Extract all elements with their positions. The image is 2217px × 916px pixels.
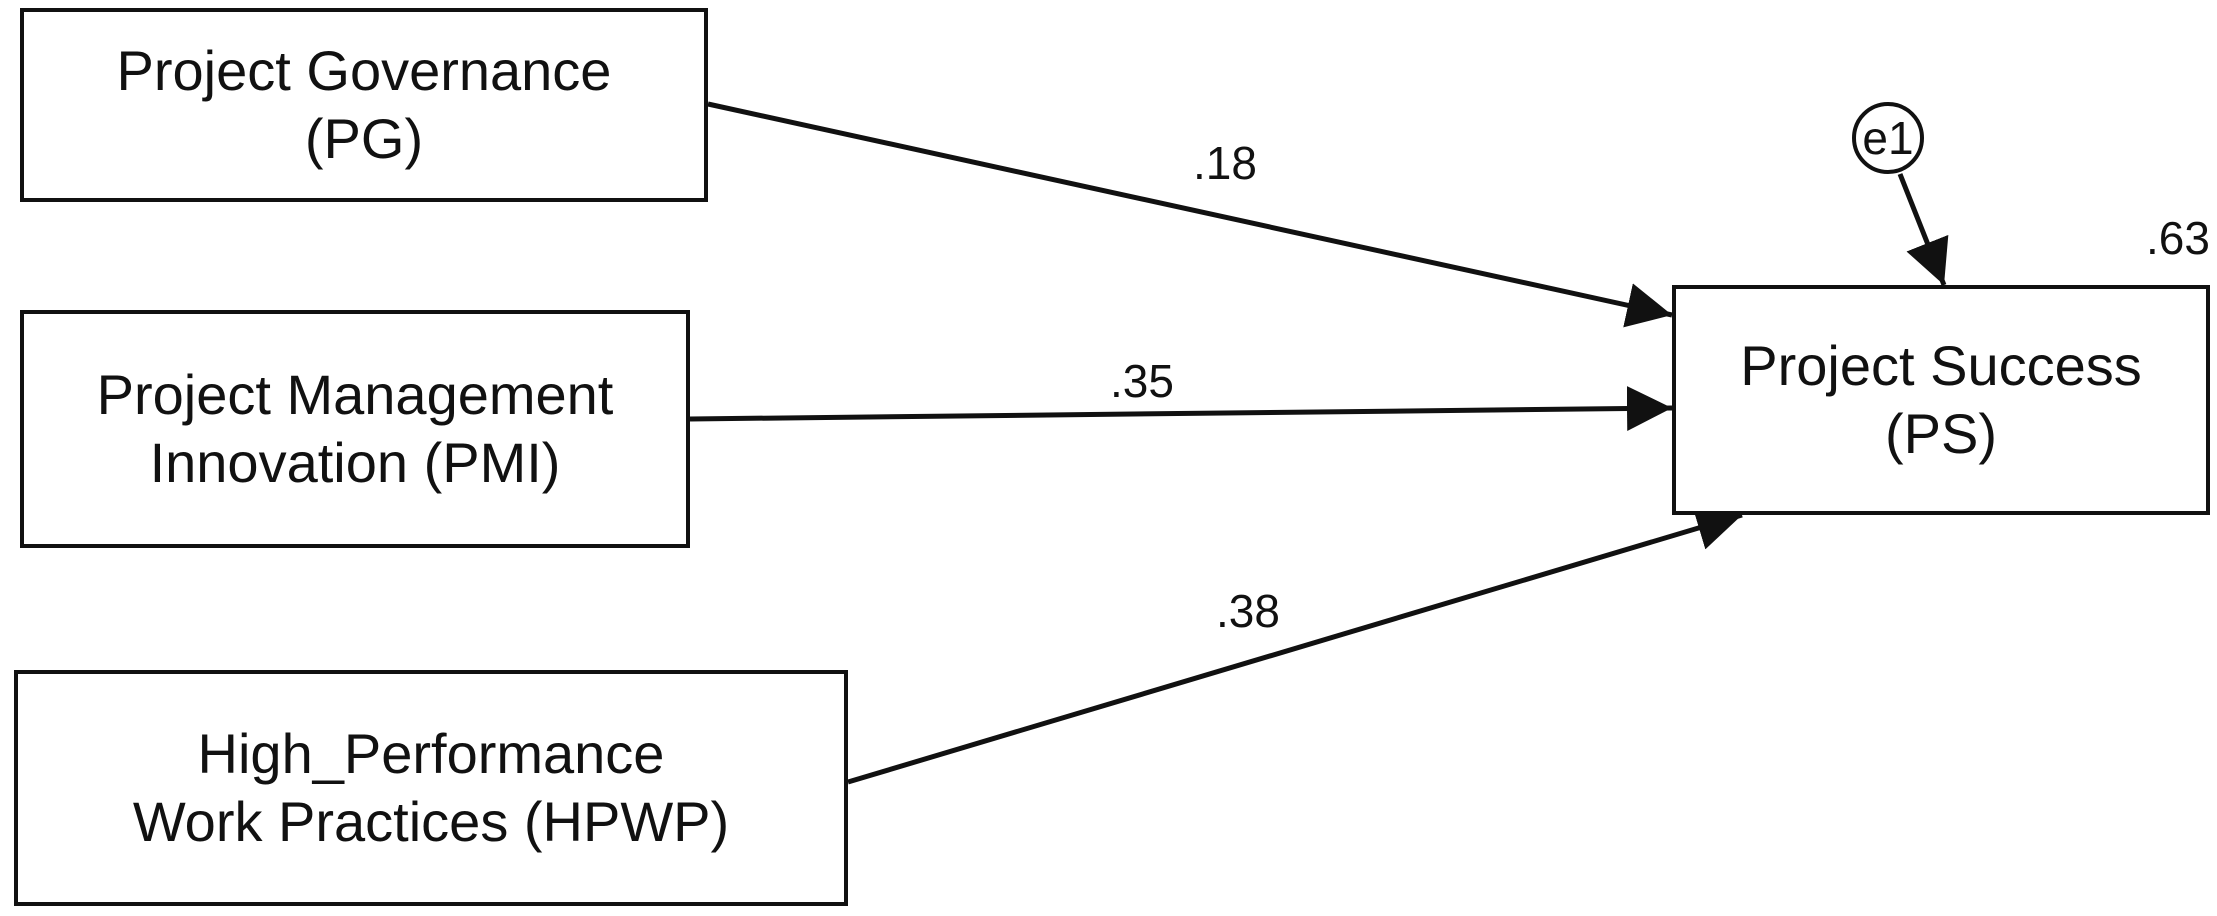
error-arrow-e1-ps: [1897, 173, 1949, 286]
path-arrow-pg-ps: [707, 101, 1673, 328]
node-label-line2: (PG): [304, 107, 424, 170]
node-label-line2: Innovation (PMI): [149, 431, 561, 494]
path-arrow-hpwp-ps: [847, 506, 1743, 785]
error-term-e1: e1: [1852, 102, 1924, 174]
path-coefficient-pg: .18: [1193, 137, 1257, 189]
node-project-success: Project Success (PS): [1672, 285, 2210, 515]
node-label-line1: High_Performance: [197, 721, 665, 785]
node-label-line1: Project Management: [96, 362, 614, 426]
node-label-line2: (PS): [1885, 402, 1997, 465]
path-coefficient-pmi: .35: [1110, 355, 1174, 407]
path-coefficient-hpwp: .38: [1216, 585, 1280, 637]
node-project-management-innovation: Project Management Innovation (PMI): [20, 310, 690, 548]
node-project-governance: Project Governance (PG): [20, 8, 708, 202]
node-label-line1: Project Success: [1740, 333, 2142, 397]
error-term-label: e1: [1862, 112, 1914, 164]
path-arrow-pmi-ps: [689, 386, 1673, 432]
r-squared-value: .63: [2146, 212, 2210, 264]
node-label-line2: Work Practices (HPWP): [132, 790, 730, 853]
node-label-line1: Project Governance: [116, 38, 612, 102]
node-high-performance-work-practices: High_Performance Work Practices (HPWP): [14, 670, 848, 906]
